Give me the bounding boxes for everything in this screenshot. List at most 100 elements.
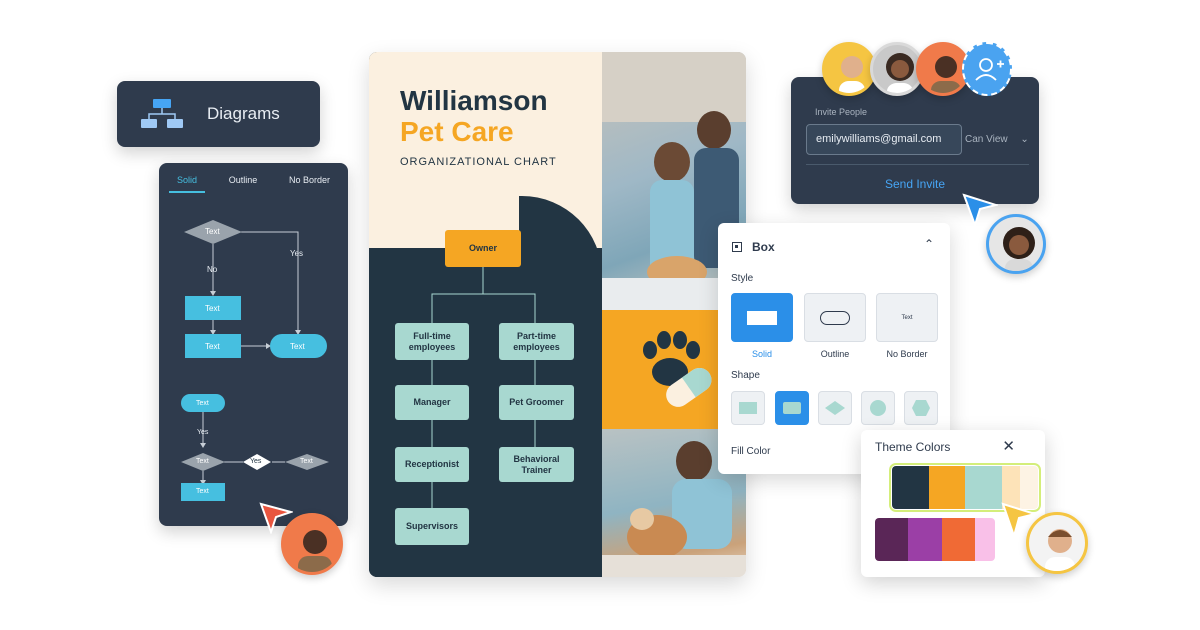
style-no-border-option[interactable]: Text	[876, 293, 938, 342]
cursor-pointer-icon	[1001, 502, 1037, 538]
tab-no-border[interactable]: No Border	[288, 175, 330, 185]
decision-diamond	[184, 220, 242, 244]
diagram-icon	[141, 99, 183, 128]
node-text: Text	[205, 227, 220, 236]
collaborator-avatar[interactable]	[822, 42, 876, 96]
swatch	[974, 518, 995, 561]
shape-diamond-option[interactable]	[818, 391, 852, 425]
yes-label: Yes	[250, 458, 262, 465]
decision-diamond	[181, 453, 225, 471]
photo-vet-with-corgi	[602, 429, 746, 577]
diamond-icon	[825, 401, 845, 415]
circle-icon	[870, 400, 886, 416]
swatch	[1019, 466, 1038, 509]
box-title: Box	[752, 240, 775, 254]
org-node-manager[interactable]: Manager	[395, 385, 469, 420]
permission-label: Can View	[965, 134, 1008, 145]
diagrams-label: Diagrams	[207, 104, 280, 123]
swatch	[892, 466, 929, 509]
org-node-owner[interactable]: Owner	[445, 230, 521, 267]
terminal-pill	[181, 394, 225, 412]
node-text: Text	[205, 342, 220, 351]
theme-palette-selected[interactable]	[889, 463, 1041, 512]
node-text: Text	[196, 488, 209, 495]
node-text: Text	[196, 400, 209, 407]
org-chart-template[interactable]: Williamson Pet Care ORGANIZATIONAL CHART…	[369, 52, 746, 577]
org-node-supervisors[interactable]: Supervisors	[395, 508, 469, 545]
swatch	[965, 466, 1002, 509]
hexagon-icon	[912, 400, 930, 416]
collaborator-avatar[interactable]	[281, 513, 343, 575]
swatch	[941, 518, 975, 561]
style-caption-solid: Solid	[751, 349, 772, 359]
decision-diamond	[285, 454, 329, 470]
terminal-pill	[270, 334, 327, 358]
shape-circle-option[interactable]	[861, 391, 895, 425]
add-collaborator-button[interactable]	[962, 42, 1012, 96]
yes-label: Yes	[197, 429, 209, 436]
node-text: Text	[300, 458, 313, 465]
cursor-pointer-icon	[962, 193, 998, 227]
chevron-up-icon[interactable]: ⌃	[923, 237, 934, 251]
yes-label: Yes	[290, 249, 304, 258]
tab-outline[interactable]: Outline	[228, 175, 258, 185]
collaborator-avatar[interactable]	[986, 214, 1046, 274]
theme-colors-panel: Theme Colors ✕	[861, 430, 1045, 577]
org-node-receptionist[interactable]: Receptionist	[395, 447, 469, 482]
shape-style-tabs: Solid Outline No Border	[169, 173, 338, 193]
swatch	[1001, 466, 1020, 509]
paw-icon	[643, 331, 712, 407]
org-node-parttime[interactable]: Part-time employees	[499, 323, 574, 360]
rectangle-icon	[739, 402, 757, 414]
shape-hexagon-option[interactable]	[904, 391, 938, 425]
collaborator-avatar[interactable]	[870, 42, 924, 96]
add-user-icon	[975, 58, 1004, 81]
shape-rounded-rectangle-option[interactable]	[775, 391, 809, 425]
close-icon[interactable]: ✕	[1002, 438, 1015, 455]
process-box	[185, 334, 241, 358]
divider	[806, 164, 1029, 165]
node-text: Text	[205, 304, 220, 313]
shape-label: Shape	[731, 370, 760, 381]
invite-label: Invite People	[815, 107, 868, 117]
style-outline-option[interactable]	[804, 293, 866, 342]
node-text: Text	[290, 342, 305, 351]
shape-style-panel: Solid Outline No Border	[159, 163, 348, 526]
swatch	[875, 518, 909, 561]
org-title-line1: Williamson	[400, 85, 548, 116]
style-solid-option[interactable]	[731, 293, 793, 342]
tab-solid[interactable]: Solid	[169, 173, 206, 193]
solid-preview-icon	[747, 310, 777, 325]
permission-dropdown[interactable]: Can View ⌄	[965, 134, 1029, 145]
theme-colors-title: Theme Colors	[875, 440, 951, 454]
rounded-rectangle-icon	[783, 402, 801, 414]
no-border-preview-text: Text	[901, 314, 913, 321]
chevron-down-icon: ⌄	[1020, 134, 1029, 145]
org-subtitle: ORGANIZATIONAL CHART	[400, 156, 557, 168]
node-text: Text	[196, 458, 209, 465]
shape-rectangle-option[interactable]	[731, 391, 765, 425]
outline-preview-icon	[820, 310, 850, 325]
style-caption-outline: Outline	[820, 349, 850, 359]
org-node-trainer[interactable]: Behavioral Trainer	[499, 447, 574, 482]
diagrams-panel-button[interactable]: Diagrams	[117, 81, 320, 147]
process-box	[181, 483, 225, 501]
org-connectors	[431, 267, 536, 508]
style-caption-no-border: No Border	[886, 349, 928, 359]
org-node-groomer[interactable]: Pet Groomer	[499, 385, 574, 420]
fill-color-label: Fill Color	[731, 446, 771, 457]
swatch	[908, 518, 942, 561]
box-panel-header[interactable]: Box	[732, 240, 775, 254]
invite-email-input[interactable]: emilywilliams@gmail.com	[806, 124, 962, 155]
process-box	[185, 296, 241, 320]
cursor-pointer-icon	[259, 502, 293, 534]
no-label: No	[207, 265, 218, 274]
theme-palette-option[interactable]	[875, 518, 995, 561]
box-style-panel: Box ⌃ Style Text Solid Outline No Border…	[718, 223, 950, 474]
swatch	[928, 466, 965, 509]
send-invite-button[interactable]: Send Invite	[884, 177, 946, 191]
org-node-fulltime[interactable]: Full-time employees	[395, 323, 469, 360]
flowchart-preview	[181, 220, 329, 501]
box-icon	[732, 242, 742, 252]
collaborator-avatar[interactable]	[1026, 512, 1088, 574]
